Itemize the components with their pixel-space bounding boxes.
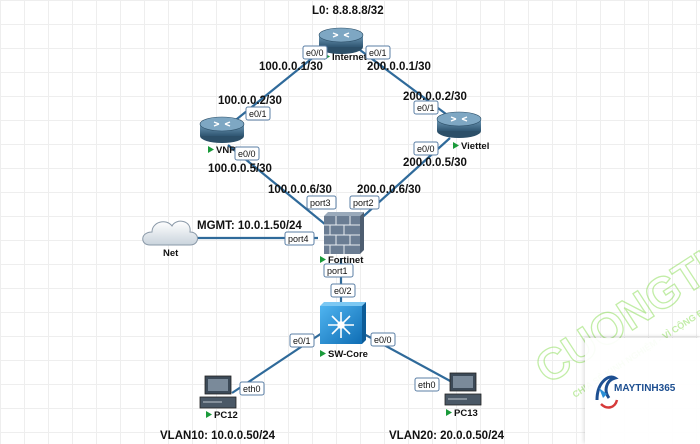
svg-text:port1: port1 bbox=[327, 266, 348, 276]
port-tag-swcore-e01[interactable]: e0/1 bbox=[289, 333, 315, 348]
svg-text:eth0: eth0 bbox=[418, 380, 436, 390]
ip-labels: L0: 8.8.8.8/32 100.0.0.1/30 200.0.0.1/30… bbox=[160, 5, 505, 442]
svg-text:e0/1: e0/1 bbox=[369, 48, 387, 58]
play-arrow-icon bbox=[208, 146, 214, 153]
router-viettel[interactable] bbox=[436, 111, 482, 138]
switch-arrows-icon bbox=[328, 312, 354, 338]
svg-text:e0/0: e0/0 bbox=[374, 335, 392, 345]
device-label-internet: Internet bbox=[324, 52, 368, 63]
port-tag-pc12-eth0[interactable]: eth0 bbox=[239, 381, 265, 396]
port-tag-pc13-eth0[interactable]: eth0 bbox=[414, 377, 440, 392]
device-name-vnpt: VNPT bbox=[216, 145, 242, 156]
label-l0: L0: 8.8.8.8/32 bbox=[312, 5, 384, 17]
svg-text:e0/1: e0/1 bbox=[249, 109, 267, 119]
label-vnpt-bottom: 100.0.0.5/30 bbox=[208, 163, 272, 175]
play-arrow-icon bbox=[206, 411, 212, 418]
device-name-pc13: PC13 bbox=[454, 408, 478, 419]
port-tag-internet-e00[interactable]: e0/0 bbox=[302, 45, 328, 60]
svg-text:port3: port3 bbox=[310, 198, 331, 208]
label-fortinet-left: 100.0.0.6/30 bbox=[268, 184, 332, 196]
svg-text:port2: port2 bbox=[353, 198, 374, 208]
cloud-net[interactable] bbox=[142, 220, 198, 246]
device-label-swcore: SW-Core bbox=[320, 349, 368, 360]
maytinh365-logo: MAYTINH365 bbox=[585, 338, 700, 444]
router-arrows-icon bbox=[332, 32, 350, 38]
device-label-viettel: Viettel bbox=[453, 141, 489, 152]
svg-text:e0/2: e0/2 bbox=[334, 286, 352, 296]
svg-text:e0/1: e0/1 bbox=[417, 103, 435, 113]
logo-swirl-icon bbox=[595, 375, 619, 409]
router-vnpt[interactable] bbox=[199, 116, 245, 143]
firewall-fortinet[interactable] bbox=[324, 212, 364, 254]
svg-text:eth0: eth0 bbox=[243, 384, 261, 394]
device-label-pc12: PC12 bbox=[206, 410, 238, 421]
svg-text:e0/0: e0/0 bbox=[238, 149, 256, 159]
svg-text:e0/0: e0/0 bbox=[417, 144, 435, 154]
port-tag-vnpt-e00[interactable]: e0/0 bbox=[234, 146, 260, 161]
label-vnpt-top: 100.0.0.2/30 bbox=[218, 95, 282, 107]
device-name-fortinet: Fortinet bbox=[328, 255, 364, 266]
router-arrows-icon bbox=[213, 121, 231, 127]
port-tag-internet-e01[interactable]: e0/1 bbox=[365, 45, 391, 60]
port-tag-viettel-e00[interactable]: e0/0 bbox=[413, 141, 439, 156]
label-vlan10: VLAN10: 10.0.0.50/24 bbox=[160, 430, 276, 442]
play-arrow-icon bbox=[453, 142, 459, 149]
device-name-internet: Internet bbox=[332, 52, 368, 63]
label-viettel-top: 200.0.0.2/30 bbox=[403, 91, 467, 103]
port-tag-vnpt-e01[interactable]: e0/1 bbox=[245, 106, 271, 121]
svg-text:e0/0: e0/0 bbox=[306, 48, 324, 58]
switch-swcore[interactable] bbox=[320, 302, 366, 344]
device-name-swcore: SW-Core bbox=[328, 349, 368, 360]
port-tag-fortinet-port2[interactable]: port2 bbox=[349, 195, 380, 210]
play-arrow-icon bbox=[320, 256, 326, 263]
label-vlan20: VLAN20: 20.0.0.50/24 bbox=[389, 430, 505, 442]
device-label-vnpt: VNPT bbox=[208, 145, 242, 156]
port-tag-swcore-e00[interactable]: e0/0 bbox=[370, 332, 396, 347]
label-viettel-bottom: 200.0.0.5/30 bbox=[403, 157, 467, 169]
svg-text:e0/1: e0/1 bbox=[293, 336, 311, 346]
device-label-fortinet: Fortinet bbox=[320, 255, 364, 266]
play-arrow-icon bbox=[320, 350, 326, 357]
device-name-pc12: PC12 bbox=[214, 410, 238, 421]
label-internet-left: 100.0.0.1/30 bbox=[259, 61, 323, 73]
router-arrows-icon bbox=[450, 116, 468, 122]
pc-pc13[interactable] bbox=[444, 372, 482, 406]
label-internet-right: 200.0.0.1/30 bbox=[367, 61, 431, 73]
svg-text:port4: port4 bbox=[288, 234, 309, 244]
port-tag-viettel-e01[interactable]: e0/1 bbox=[413, 100, 439, 115]
port-tag-fortinet-port4[interactable]: port4 bbox=[284, 231, 315, 246]
port-tag-fortinet-port1[interactable]: port1 bbox=[323, 263, 354, 278]
port-tag-swcore-e02[interactable]: e0/2 bbox=[330, 283, 356, 298]
label-fortinet-right: 200.0.0.6/30 bbox=[357, 184, 421, 196]
device-label-net: Net bbox=[163, 248, 179, 259]
logo-brand-name: MAYTINH365 bbox=[614, 383, 676, 394]
device-name-viettel: Viettel bbox=[461, 141, 489, 152]
device-label-pc13: PC13 bbox=[446, 408, 478, 419]
port-tags: e0/0 e0/1 e0/1 e0/0 e0/1 e0/0 port3 por bbox=[234, 45, 440, 396]
port-tag-fortinet-port3[interactable]: port3 bbox=[306, 195, 337, 210]
pc-pc12[interactable] bbox=[199, 375, 237, 409]
router-internet[interactable] bbox=[318, 27, 364, 54]
device-name-net: Net bbox=[163, 248, 179, 259]
play-arrow-icon bbox=[446, 409, 452, 416]
label-mgmt: MGMT: 10.0.1.50/24 bbox=[197, 220, 302, 232]
